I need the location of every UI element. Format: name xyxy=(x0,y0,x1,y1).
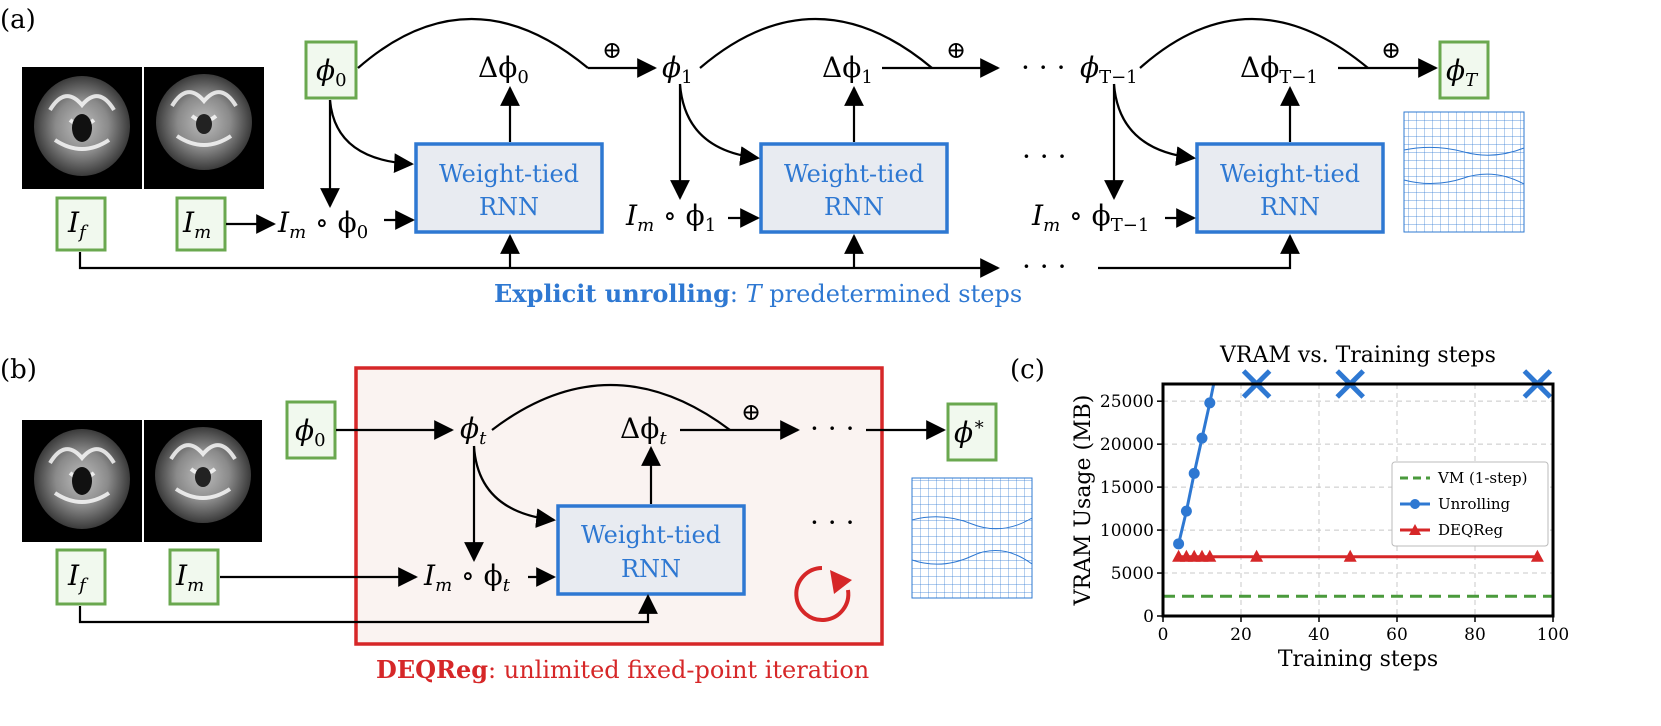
circular-arrow-icon xyxy=(794,566,852,622)
svg-text:Weight-tied: Weight-tied xyxy=(439,160,579,188)
y-tick-label: 25000 xyxy=(1100,392,1154,412)
data-point-circle xyxy=(1173,538,1185,550)
y-tick-label: 20000 xyxy=(1100,435,1154,455)
oplus-1: ⊕ xyxy=(602,36,622,64)
chart-frame xyxy=(1161,382,1555,618)
delta-phi-t: Δϕt xyxy=(620,412,667,449)
x-tick-label: 20 xyxy=(1230,625,1252,645)
y-tick-label: 0 xyxy=(1143,607,1154,627)
legend-box xyxy=(1391,461,1549,547)
mri-brain-slice-icon xyxy=(144,67,264,189)
chart-ticks: 0 20 40 60 80 100 0 5000 10000 15000 20000 25000 xyxy=(1100,392,1569,645)
warped-image-0: Im ∘ ϕ0 xyxy=(277,206,368,243)
delta-phi-0: Δϕ0 xyxy=(478,51,529,88)
deformation-grid-icon xyxy=(911,477,1033,599)
phi-star-node xyxy=(946,402,998,462)
arrows-panel-b xyxy=(78,384,946,624)
warped-image-1: Im ∘ ϕ1 xyxy=(625,199,716,236)
chart-ylabel: VRAM Usage (MB) xyxy=(1071,395,1096,607)
panel-label-b: (b) xyxy=(0,355,37,385)
data-point-triangle xyxy=(1250,549,1264,562)
phi0-node xyxy=(304,40,358,100)
if-node-b xyxy=(55,548,107,606)
data-point-triangle xyxy=(1343,549,1357,562)
data-point-circle xyxy=(1188,467,1200,479)
y-tick-label: 10000 xyxy=(1100,521,1154,541)
im-label-b: Im xyxy=(175,559,204,596)
dots-b-top: · · · xyxy=(810,412,855,445)
rnn-block-3: Weight-tied RNN xyxy=(1195,142,1385,234)
oplus-3: ⊕ xyxy=(1381,36,1401,64)
legend-label: Unrolling xyxy=(1438,495,1511,513)
svg-text:Weight-tied: Weight-tied xyxy=(581,521,721,549)
if-node xyxy=(55,196,107,252)
x-tick-label: 0 xyxy=(1158,625,1169,645)
y-tick-label: 15000 xyxy=(1100,478,1154,498)
svg-text:RNN: RNN xyxy=(479,193,539,221)
warped-image-t-minus-1: Im ∘ ϕT−1 xyxy=(1031,199,1149,236)
chart-xlabel: Training steps xyxy=(1278,647,1438,672)
phi-t-label: ϕT xyxy=(1446,54,1479,91)
im-node xyxy=(175,196,227,252)
svg-text:RNN: RNN xyxy=(1260,193,1320,221)
arrows-panel-a xyxy=(78,18,1438,278)
phi-t-node xyxy=(1438,40,1490,100)
legend-label: VM (1-step) xyxy=(1437,469,1527,487)
phi0-node-b xyxy=(285,400,337,460)
x-tick-label: 80 xyxy=(1464,625,1486,645)
rnn-block-2: Weight-tied RNN xyxy=(759,142,949,234)
legend-marker xyxy=(1410,499,1420,509)
svg-text:RNN: RNN xyxy=(824,193,884,221)
dots-top: · · · xyxy=(1021,51,1066,84)
phi1-label: ϕ1 xyxy=(662,51,693,88)
legend-label: DEQReg xyxy=(1438,521,1503,539)
deformation-grid-icon xyxy=(1403,111,1525,233)
data-point-triangle xyxy=(1530,549,1544,562)
mri-brain-slice-icon xyxy=(144,420,262,542)
oplus-b: ⊕ xyxy=(741,398,761,426)
mri-brain-slice-icon xyxy=(22,420,142,542)
dots-bottom: · · · xyxy=(1022,250,1067,283)
data-point-circle xyxy=(1196,432,1208,444)
dots-b-mid: · · · xyxy=(810,506,855,539)
data-point-triangle xyxy=(1203,549,1217,562)
y-tick-label: 5000 xyxy=(1111,564,1154,584)
oplus-2: ⊕ xyxy=(946,36,966,64)
phi-t-minus-1-label: ϕT−1 xyxy=(1080,51,1138,88)
x-tick-label: 40 xyxy=(1308,625,1330,645)
x-tick-label: 100 xyxy=(1537,625,1569,645)
panel-label-a: (a) xyxy=(0,5,36,35)
delta-phi-t-minus-1: ΔϕT−1 xyxy=(1240,51,1318,88)
mri-brain-slice-icon xyxy=(22,67,142,189)
legend-marker xyxy=(1409,524,1421,535)
svg-text:Weight-tied: Weight-tied xyxy=(784,160,924,188)
delta-phi-1: Δϕ1 xyxy=(822,51,873,88)
dots-mid: · · · xyxy=(1022,140,1067,173)
phi0-label-b: ϕ0 xyxy=(295,414,326,451)
caption-a: Explicit unrolling: T predetermined step… xyxy=(494,279,1022,308)
phi0-label: ϕ0 xyxy=(316,54,347,91)
phi-t-current: ϕt xyxy=(460,412,487,449)
warped-image-t: Im ∘ ϕt xyxy=(423,559,511,596)
vram-chart: VRAM vs. Training steps Training steps V… xyxy=(1071,343,1569,672)
panel-label-c: (c) xyxy=(1010,355,1045,385)
rnn-block-deq: Weight-tied RNN xyxy=(556,504,746,596)
phi-star-label: ϕ∗ xyxy=(954,414,985,449)
data-point-circle xyxy=(1180,505,1192,517)
svg-text:Weight-tied: Weight-tied xyxy=(1220,160,1360,188)
data-point-circle xyxy=(1204,397,1216,409)
x-tick-label: 60 xyxy=(1386,625,1408,645)
rnn-block-1: Weight-tied RNN xyxy=(414,142,604,234)
svg-text:RNN: RNN xyxy=(621,555,681,583)
im-label: Im xyxy=(182,206,211,243)
caption-b: DEQReg: unlimited fixed-point iteration xyxy=(376,655,869,684)
chart-title: VRAM vs. Training steps xyxy=(1219,343,1496,368)
im-node-b xyxy=(168,548,220,606)
